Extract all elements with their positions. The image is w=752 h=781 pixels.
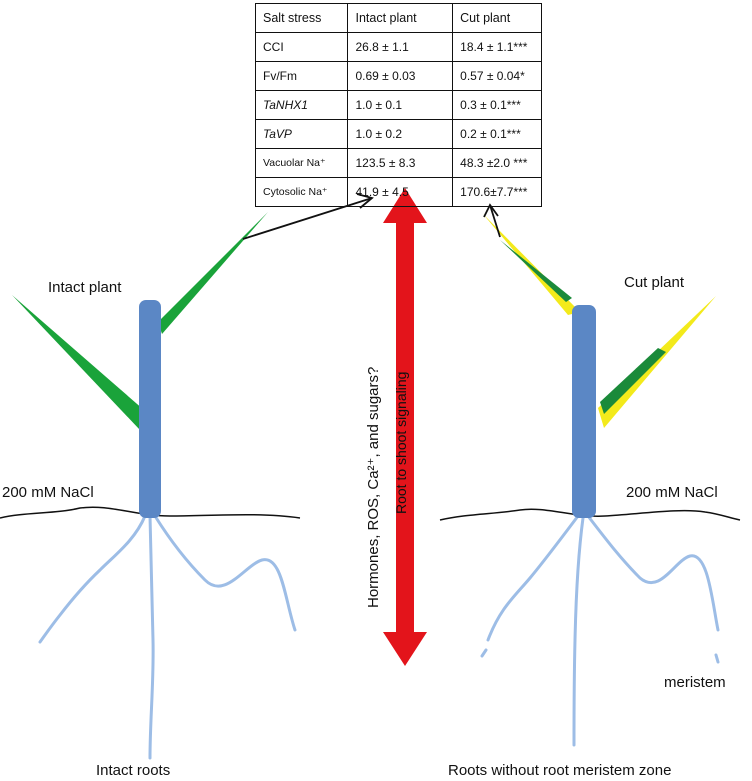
table-row: TaVP 1.0 ± 0.2 0.2 ± 0.1***: [254, 119, 542, 149]
cut-value-cell: 0.57 ± 0.04*: [452, 61, 542, 91]
salt-stress-table: Salt stress Intact plant Cut plant CCI 2…: [254, 3, 542, 207]
table-row: Fv/Fm 0.69 ± 0.03 0.57 ± 0.04*: [254, 61, 542, 91]
table-row: Vacuolar Na⁺ 123.5 ± 8.3 48.3 ±2.0 ***: [254, 148, 542, 178]
intact-leaf-left: [12, 295, 144, 430]
soil-line: [0, 506, 741, 521]
cut-value-cell: 18.4 ± 1.1***: [452, 32, 542, 62]
cut-leaf-right-inner: [600, 348, 666, 414]
intact-value-cell: 1.0 ± 0.2: [347, 119, 454, 149]
root-to-shoot-label: Root to shoot signaling: [393, 371, 409, 514]
intact-value-cell: 123.5 ± 8.3: [347, 148, 454, 178]
cut-plant-label: Cut plant: [624, 274, 685, 291]
intact-value-cell: 0.69 ± 0.03: [347, 61, 454, 91]
roots-without-meristem-label: Roots without root meristem zone: [448, 762, 672, 779]
intact-plant-label: Intact plant: [48, 279, 122, 296]
intact-value-cell: 1.0 ± 0.1: [347, 90, 454, 120]
cut-value-cell: 0.2 ± 0.1***: [452, 119, 542, 149]
cut-value-cell: 0.3 ± 0.1***: [452, 90, 542, 120]
cut-stem: [572, 305, 596, 518]
param-cell: Vacuolar Na⁺: [254, 148, 349, 178]
cut-value-cell: 48.3 ±2.0 ***: [452, 148, 542, 178]
param-cell: Fv/Fm: [254, 61, 349, 91]
table-row: TaNHX1 1.0 ± 0.1 0.3 ± 0.1***: [254, 90, 542, 120]
intact-roots: [38, 514, 297, 760]
intact-value-cell: 26.8 ± 1.1: [347, 32, 454, 62]
param-cell: TaNHX1: [254, 90, 349, 120]
param-cell: TaVP: [254, 119, 349, 149]
cut-leaves: [483, 214, 716, 428]
table-header-row: Salt stress Intact plant Cut plant: [254, 3, 542, 33]
table-header-cell: Cut plant: [452, 3, 542, 33]
param-cell: CCI: [254, 32, 349, 62]
cut-to-table-arrow: [489, 204, 501, 238]
nacl-right-label: 200 mM NaCl: [626, 484, 718, 501]
table-row: Cytosolic Na⁺ 41.9 ± 4.5 170.6±7.7***: [254, 177, 542, 207]
cut-value-cell: 170.6±7.7***: [452, 177, 542, 207]
intact-leaves: [12, 212, 268, 430]
table-row: CCI 26.8 ± 1.1 18.4 ± 1.1***: [254, 32, 542, 62]
intact-leaf-right: [158, 212, 268, 334]
intact-roots-label: Intact roots: [96, 762, 171, 779]
intact-stem: [139, 300, 161, 518]
signaling-double-arrow: [383, 188, 427, 666]
intact-value-cell: 41.9 ± 4.5: [347, 177, 454, 207]
table-header-cell: Salt stress: [254, 3, 349, 33]
cut-leaf-left-inner: [500, 240, 572, 302]
nacl-left-label: 200 mM NaCl: [2, 484, 94, 501]
table-header-cell: Intact plant: [347, 3, 454, 33]
meristem-label: meristem: [664, 674, 726, 691]
cut-roots: [480, 514, 720, 747]
cut-leaf-right: [598, 296, 716, 428]
param-cell: Cytosolic Na⁺: [254, 177, 349, 207]
signaling-hypothesis-text: Hormones, ROS, Ca²⁺, and sugars?: [365, 366, 382, 608]
